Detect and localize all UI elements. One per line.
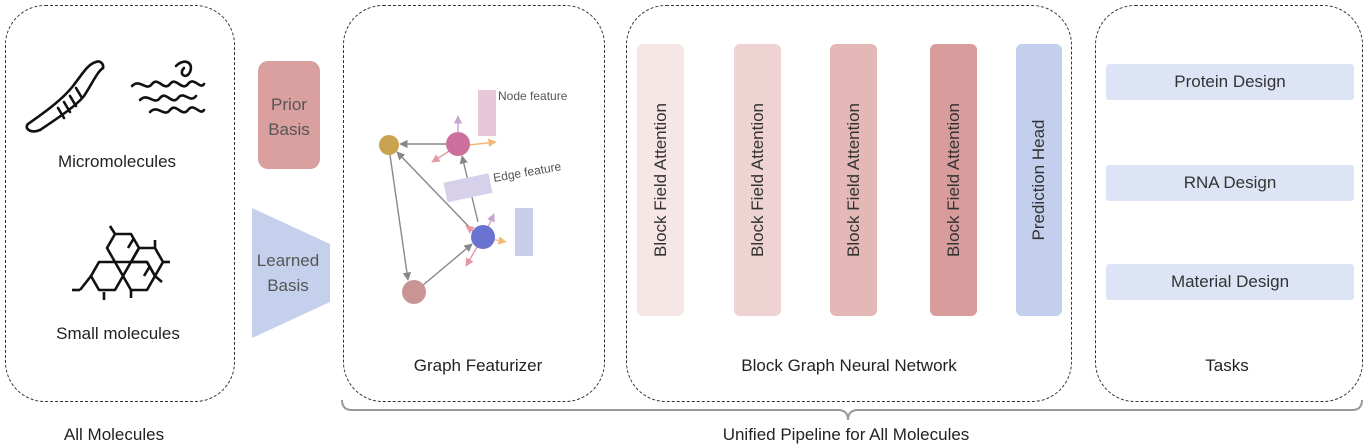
small-molecule-icon — [72, 225, 170, 300]
micromolecules-label: Micromolecules — [57, 152, 177, 171]
task-protein-design: Protein Design — [1106, 64, 1354, 100]
prediction-head: Prediction Head — [1016, 44, 1062, 316]
prior-basis-box — [258, 61, 320, 169]
molecules-panel — [5, 5, 235, 402]
prior-basis-label: Prior Basis — [268, 95, 310, 139]
block-attention-4: Block Field Attention — [930, 44, 977, 316]
gnn-label: Block Graph Neural Network — [741, 356, 957, 375]
node-feature-bar-2 — [515, 208, 533, 256]
featurizer-label: Graph Featurizer — [413, 356, 543, 375]
dna-icon — [25, 60, 105, 133]
task-rna-design: RNA Design — [1106, 165, 1354, 201]
pipeline-label: Unified Pipeline for All Molecules — [722, 425, 970, 444]
block-attention-3: Block Field Attention — [830, 44, 877, 316]
graph-node-rose — [402, 280, 426, 304]
node-feature-bar — [478, 90, 496, 136]
graph-node-blue — [471, 225, 495, 249]
featurizer-panel — [343, 5, 605, 402]
learned-basis-shape — [252, 208, 330, 338]
gnn-panel — [626, 5, 1072, 402]
node-feature-label: Node feature — [498, 89, 568, 103]
graph-node-pink — [446, 132, 470, 156]
small-molecules-label: Small molecules — [56, 324, 180, 343]
graph-node-gold — [379, 135, 399, 155]
pipeline-bracket — [341, 399, 1363, 421]
task-material-design: Material Design — [1106, 264, 1354, 300]
tasks-label: Tasks — [1205, 356, 1249, 375]
block-attention-1: Block Field Attention — [637, 44, 684, 316]
block-attention-2: Block Field Attention — [734, 44, 781, 316]
tasks-panel — [1095, 5, 1363, 402]
protein-icon — [130, 60, 206, 114]
edge-feature-bar — [443, 173, 493, 203]
learned-basis-label: Learned Basis — [256, 251, 320, 295]
all-molecules-label: All Molecules — [63, 425, 165, 444]
